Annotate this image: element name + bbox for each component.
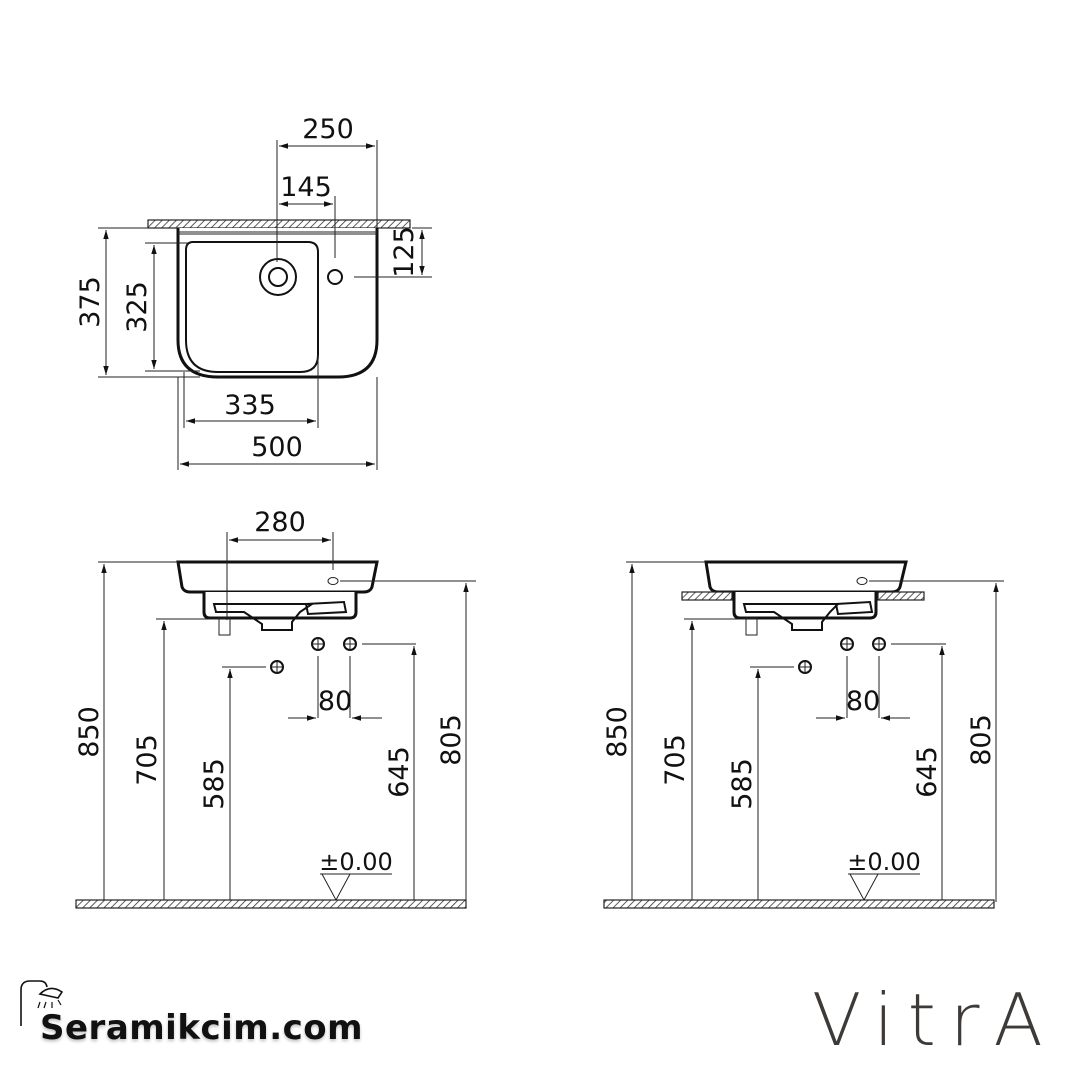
retailer-logo: Seramikcim.com xyxy=(40,1008,364,1048)
dim-335: 335 xyxy=(224,390,276,421)
basin-outline xyxy=(176,228,379,379)
dim-585: 585 xyxy=(727,758,758,810)
dim-250: 250 xyxy=(302,114,354,145)
basin-side xyxy=(704,560,908,594)
bowl-outline xyxy=(185,241,319,373)
floor-hatch xyxy=(603,899,995,909)
countertop-hatch xyxy=(681,591,733,601)
dim-375: 375 xyxy=(75,276,106,328)
dim-645: 645 xyxy=(384,746,415,798)
countertop-hatch xyxy=(877,591,925,601)
dim-500: 500 xyxy=(251,432,303,463)
dim-645: 645 xyxy=(912,746,943,798)
basin-side xyxy=(176,560,379,594)
dim-805: 805 xyxy=(966,714,997,766)
shower-icon xyxy=(20,980,64,1026)
side-view-wall-hung: 280 80 850 705 585 645 805 ±0.00 xyxy=(74,507,476,909)
dim-805: 805 xyxy=(436,714,467,766)
dim-705: 705 xyxy=(132,734,163,786)
dim-705: 705 xyxy=(660,734,691,786)
dim-585: 585 xyxy=(199,758,230,810)
floor-hatch xyxy=(75,899,467,909)
top-view: 250 145 125 375 325 335 500 xyxy=(75,114,432,470)
side-view-countertop: 80 850 705 585 645 805 ±0.00 xyxy=(602,560,1004,909)
dim-850: 850 xyxy=(602,706,633,758)
dim-80: 80 xyxy=(846,686,880,717)
dim-125: 125 xyxy=(389,226,420,278)
dim-850: 850 xyxy=(74,706,105,758)
dim-145: 145 xyxy=(280,172,332,203)
drain-icon xyxy=(259,258,297,296)
dim-80: 80 xyxy=(318,686,352,717)
dim-280: 280 xyxy=(254,507,306,538)
vitra-logo: VitrA xyxy=(812,978,1057,1062)
tap-hole-icon xyxy=(327,269,343,285)
wall-hatch xyxy=(147,219,411,229)
floor-level-label: ±0.00 xyxy=(847,848,921,876)
dim-325: 325 xyxy=(122,281,153,333)
floor-level-label: ±0.00 xyxy=(319,848,393,876)
